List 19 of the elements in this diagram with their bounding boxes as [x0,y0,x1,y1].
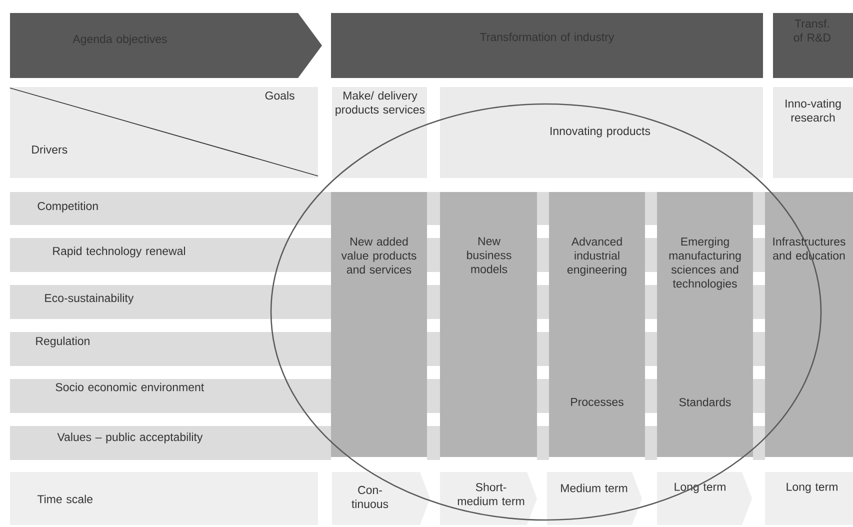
node-label: Regulation [36,336,90,348]
time-box: Long term [765,472,853,525]
pentagon-box: Short- medium term [440,472,537,525]
node-label: Competition [38,202,98,212]
node-label: Rapid technology renewal [53,246,186,258]
node-label: Values – public acceptability [57,432,203,444]
column-bar: New business models [440,192,537,457]
time-scale-box: Time scale [10,472,318,525]
pentagon-box: Con- tinuous [332,472,430,525]
goal-box: Inno-vating research [773,87,853,178]
column-bar: Emerging manufacturing sciences and technologies Standards [657,192,753,457]
pentagon-box: Medium term [547,472,642,525]
goal-box: Make/ delivery products services [332,87,427,178]
node-label: Socio economic environment [56,382,204,392]
node-label: Eco-sustainability [45,294,134,304]
goal-box: Innovating products [440,87,764,178]
column-bar: New added value products and services [331,192,427,457]
column-bar: Advanced industrial engineering Processes [549,192,645,457]
goals-drivers-box: Goals Drivers [10,87,318,178]
